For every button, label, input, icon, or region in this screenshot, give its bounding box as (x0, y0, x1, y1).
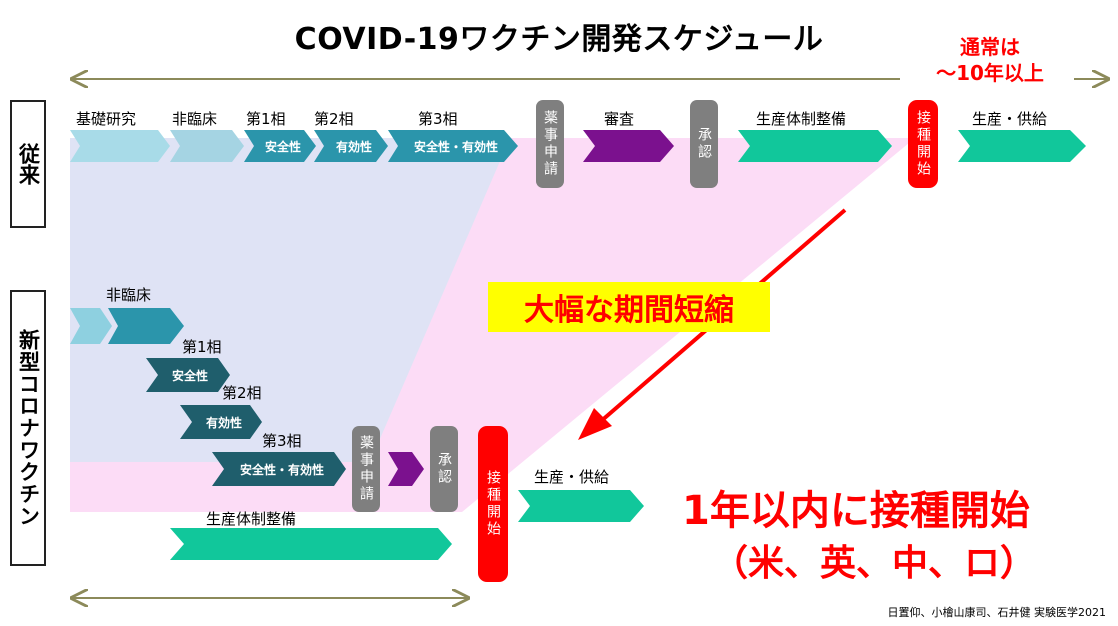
new-chevron-text-safety-efficacy: 安全性・有効性 (240, 462, 324, 477)
pill-new-vaccination-start: 接種開始 (478, 426, 508, 582)
chevron-basic-research (70, 130, 170, 162)
result-line1: 1年以内に接種開始 (682, 488, 1030, 534)
label-production-supply: 生産・供給 (972, 110, 1048, 128)
chevron-text-efficacy: 有効性 (336, 139, 372, 154)
result-line2: （米、英、中、ロ） (712, 543, 1037, 584)
chevron-new-phase2 (180, 405, 262, 439)
chevron-production-setup (738, 130, 892, 162)
chevron-new-nonclinical-light (70, 308, 112, 344)
chevron-new-nonclinical (108, 308, 184, 344)
label-phase1: 第1相 (246, 110, 286, 128)
label-new-phase2: 第2相 (222, 384, 262, 402)
label-new-production-setup: 生産体制整備 (206, 510, 297, 528)
pill-new-application: 薬事申請 (352, 426, 380, 512)
chevron-new-phase1 (146, 358, 230, 392)
chevron-review (583, 130, 674, 162)
chevron-production-supply (958, 130, 1086, 162)
chevron-new-production-supply (518, 490, 644, 522)
chevron-text-safety-efficacy: 安全性・有効性 (414, 139, 498, 154)
duration-note-line1: 通常は (960, 35, 1020, 59)
shortening-arrow-head (578, 408, 612, 440)
chevron-new-production-setup (170, 528, 452, 560)
chevron-nonclinical (170, 130, 244, 162)
chevron-phase3 (388, 130, 518, 162)
row-label-new-text: 新型コロナワクチン (16, 329, 41, 527)
new-chevron-text-safety: 安全性 (172, 368, 208, 383)
label-phase2: 第2相 (314, 110, 354, 128)
label-new-phase1: 第1相 (182, 338, 222, 356)
label-phase3: 第3相 (418, 110, 458, 128)
pill-vaccination-start: 接種開始 (908, 100, 938, 188)
pill-new-approval: 承認 (430, 426, 458, 512)
chevron-phase1 (244, 130, 316, 162)
row-label-conventional-text: 従来 (16, 143, 41, 185)
pill-approval: 承認 (690, 100, 718, 188)
label-production-setup: 生産体制整備 (756, 110, 847, 128)
label-new-production-supply: 生産・供給 (534, 468, 610, 486)
conventional-duration-note: 通常は 〜10年以上 (900, 34, 1080, 86)
shortening-banner: 大幅な期間短縮 (488, 282, 770, 332)
label-nonclinical: 非臨床 (172, 110, 218, 128)
row-label-conventional: 従来 (10, 100, 46, 228)
label-review: 審査 (604, 110, 635, 128)
duration-note-line2: 〜10年以上 (936, 61, 1044, 85)
label-new-phase3: 第3相 (262, 432, 302, 450)
citation: 日置仰、小檜山康司、石井健 実験医学2021 (887, 606, 1107, 619)
chevron-text-safety: 安全性 (265, 139, 301, 154)
row-label-new: 新型コロナワクチン (10, 290, 46, 566)
new-chevron-text-efficacy: 有効性 (206, 415, 242, 430)
page-title: COVID-19ワクチン開発スケジュール (294, 22, 824, 57)
label-new-nonclinical: 非臨床 (106, 286, 152, 304)
label-basic-research: 基礎研究 (76, 110, 137, 128)
pill-application: 薬事申請 (536, 100, 564, 188)
chevron-phase2 (314, 130, 388, 162)
chevron-new-phase3 (212, 452, 346, 486)
chevron-new-review (388, 452, 424, 486)
